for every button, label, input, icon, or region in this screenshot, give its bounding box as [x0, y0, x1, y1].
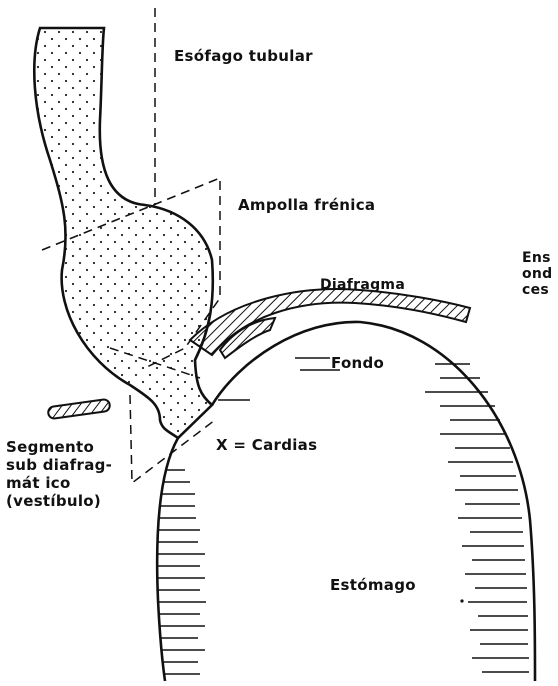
label-esofago-tubular: Esófago tubular: [174, 47, 313, 65]
gastric-folds-left: [158, 470, 206, 674]
label-segmento-line-3: mát ico: [6, 474, 112, 492]
label-diafragma: Diafragma: [320, 276, 405, 294]
label-cut-off-right: Ens ond ces: [522, 250, 553, 298]
label-ampolla-frenica: Ampolla frénica: [238, 196, 375, 214]
label-segmento-subdiafragmatico: Segmento sub diafrag- mát ico (vestíbulo…: [6, 438, 112, 510]
label-cut-off-line-1: Ens: [522, 250, 553, 266]
label-estomago: Estómago: [330, 576, 416, 594]
label-segmento-line-4: (vestíbulo): [6, 492, 112, 510]
label-cardias: X = Cardias: [216, 436, 317, 454]
label-segmento-line-2: sub diafrag-: [6, 456, 112, 474]
label-cut-off-line-2: ond: [522, 266, 553, 282]
diaphragm-left-piece: [47, 399, 110, 420]
label-fondo: Fondo: [331, 354, 384, 372]
stomach-outline: [157, 322, 535, 681]
label-segmento-line-1: Segmento: [6, 438, 112, 456]
gastric-folds-right: [218, 358, 529, 672]
esophagus-shape: [34, 28, 213, 438]
label-cut-off-line-3: ces: [522, 282, 553, 298]
stray-dot: [460, 599, 463, 602]
